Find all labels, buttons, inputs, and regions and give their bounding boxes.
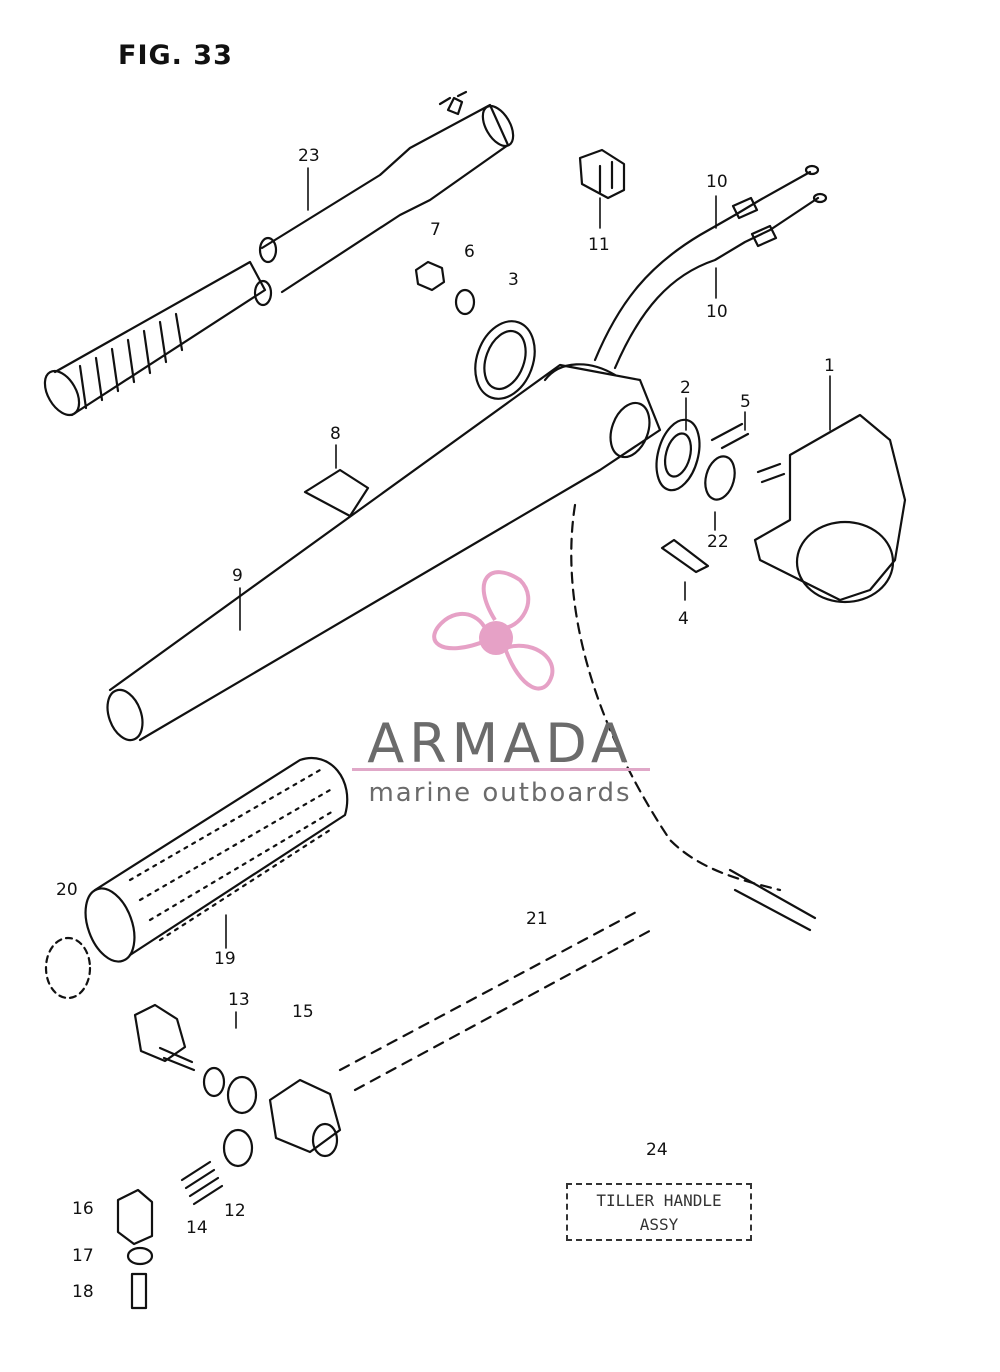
watermark-tagline: marine outboards [368, 778, 632, 808]
part-13-nut [226, 1075, 258, 1115]
callout-18: 18 [72, 1282, 94, 1302]
callout-1: 1 [824, 356, 835, 376]
callout-5: 5 [740, 392, 751, 412]
part-3-ring [474, 320, 536, 400]
part-7-nut [414, 260, 446, 292]
callout-22: 22 [707, 532, 729, 552]
callout-7: 7 [430, 220, 441, 240]
part-1-housing [753, 413, 907, 604]
part-21-shaft [338, 908, 657, 1092]
watermark-rule [352, 768, 650, 771]
part-8-bushing [303, 468, 370, 518]
part-22-ring [704, 455, 736, 501]
part-5-screw [710, 422, 786, 484]
part-20-cap [44, 936, 92, 1000]
assembly-stamp: TILLER HANDLE ASSY [566, 1183, 752, 1241]
part-21-end [728, 868, 817, 932]
stamp-line-2: ASSY [639, 1215, 679, 1234]
callout-11: 11 [588, 235, 610, 255]
part-13-washer [202, 1066, 226, 1098]
watermark-brand: ARMADA [367, 712, 633, 775]
callout-16: 16 [72, 1199, 94, 1219]
callout-19: 19 [214, 949, 236, 969]
part-18-screw [130, 1272, 148, 1310]
callout-2: 2 [680, 378, 691, 398]
callout-10-top: 10 [706, 172, 728, 192]
leader-lines [225, 167, 831, 1029]
part-17-washer [126, 1246, 154, 1266]
callout-15: 15 [292, 1002, 314, 1022]
callout-12: 12 [224, 1201, 246, 1221]
part-10-cables [593, 164, 828, 370]
callout-10-bottom: 10 [706, 302, 728, 322]
callout-20: 20 [56, 880, 78, 900]
part-23-handle-upper [43, 90, 515, 417]
part-14-spring [180, 1160, 224, 1206]
part-15-hole [311, 1122, 339, 1158]
part-2-collar [655, 418, 701, 492]
part-4-pin [660, 538, 710, 574]
callout-14: 14 [186, 1218, 208, 1238]
callout-3: 3 [508, 270, 519, 290]
callout-8: 8 [330, 424, 341, 444]
part-11-clip [578, 148, 626, 200]
propeller-icon [432, 570, 555, 691]
callout-17: 17 [72, 1246, 94, 1266]
part-13-knob [133, 1003, 187, 1063]
part-15-block [268, 1078, 342, 1154]
callout-6: 6 [464, 242, 475, 262]
part-13-bolt [158, 1046, 196, 1072]
callout-23: 23 [298, 146, 320, 166]
part-12-nut [222, 1128, 254, 1168]
cable-routing [570, 503, 782, 892]
part-6-washer [454, 288, 476, 316]
callout-9: 9 [232, 566, 243, 586]
part-16-cap [116, 1188, 154, 1246]
callout-24: 24 [646, 1140, 668, 1160]
stamp-line-1: TILLER HANDLE [596, 1191, 722, 1210]
figure-title: FIG. 33 [118, 40, 233, 71]
part-19-grip [84, 757, 349, 963]
callout-4: 4 [678, 609, 689, 629]
callout-21: 21 [526, 909, 548, 929]
part-9-bracket [106, 363, 662, 742]
callout-13: 13 [228, 990, 250, 1010]
